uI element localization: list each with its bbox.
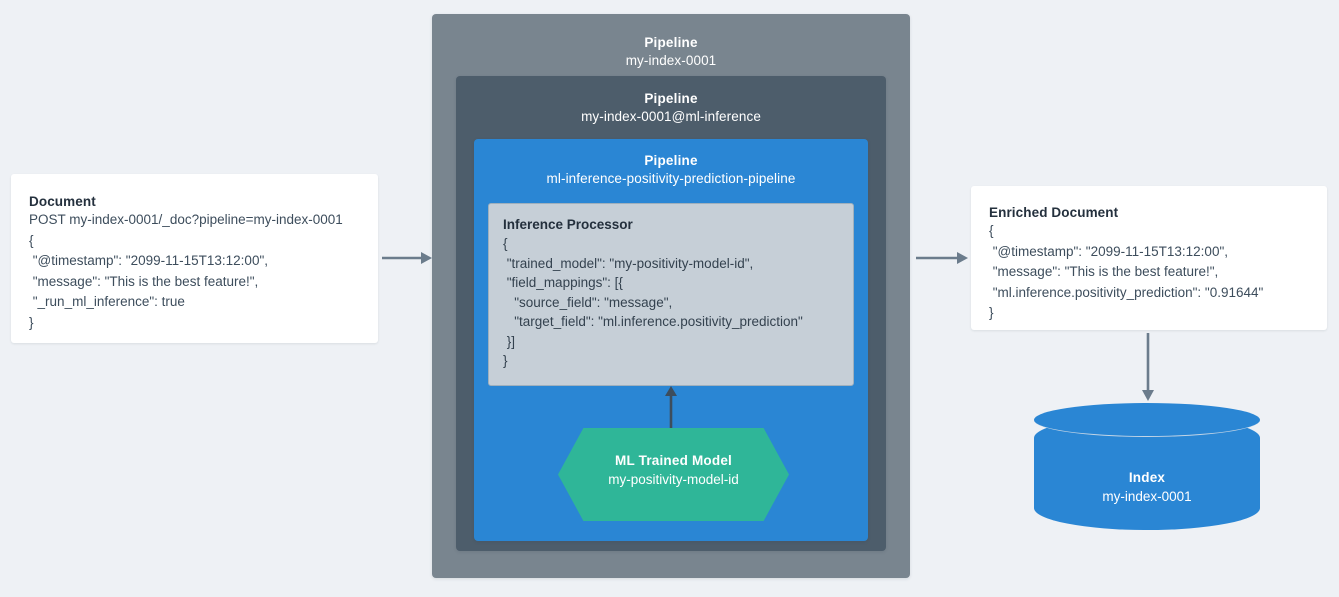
cylinder-top-ellipse [1034, 403, 1260, 437]
ml-trained-model-name: my-positivity-model-id [608, 472, 739, 487]
index-datastore-node: Index my-index-0001 [1034, 403, 1260, 530]
input-document-line: "_run_ml_inference": true [29, 294, 185, 309]
arrow-enriched-document-to-index-icon [1138, 332, 1158, 407]
input-document-line: "message": "This is the best feature!", [29, 273, 259, 289]
inference-processor-line: }] [503, 333, 516, 349]
index-name: my-index-0001 [1102, 489, 1192, 504]
input-document-line: } [29, 314, 34, 330]
inference-processor-line: "trained_model": "my-positivity-model-id… [503, 255, 754, 271]
inference-processor-line: } [503, 353, 508, 368]
pipeline-outer-name: my-index-0001 [625, 53, 717, 68]
enriched-document-line: "ml.inference.positivity_prediction": "0… [989, 284, 1264, 300]
ml-trained-model-label: ML Trained Model my-positivity-model-id [558, 452, 789, 489]
input-document-title: Document [29, 194, 96, 209]
enriched-document-title: Enriched Document [989, 205, 1119, 220]
enriched-document-line: } [989, 305, 994, 320]
ml-trained-model-node: ML Trained Model my-positivity-model-id [558, 428, 789, 521]
enriched-document-card: Enriched Document { "@timestamp": "2099-… [971, 186, 1327, 330]
enriched-document-line: "@timestamp": "2099-11-15T13:12:00", [989, 243, 1228, 259]
pipeline-outer-kind: Pipeline [644, 35, 698, 50]
input-document-line: { [29, 232, 34, 248]
inference-processor-line: "field_mappings": [{ [503, 275, 623, 290]
inference-processor-line: "source_field": "message", [503, 294, 673, 310]
ml-trained-model-kind: ML Trained Model [615, 453, 732, 468]
input-document-line: "@timestamp": "2099-11-15T13:12:00", [29, 253, 268, 268]
index-kind: Index [1128, 470, 1166, 485]
arrow-model-to-processor-icon [660, 386, 682, 435]
pipeline-middle-name: my-index-0001@ml-inference [581, 109, 761, 124]
arrow-document-to-pipeline-icon [381, 246, 433, 275]
input-document-card: Document POST my-index-0001/_doc?pipelin… [11, 174, 378, 343]
pipeline-middle-header: Pipeline my-index-0001@ml-inference [456, 90, 886, 126]
inference-processor-line: "target_field": "ml.inference.positivity… [503, 314, 803, 329]
enriched-document-line: "message": "This is the best feature!", [989, 264, 1219, 279]
hexagon-shape [558, 428, 789, 521]
input-document-line: POST my-index-0001/_doc?pipeline=my-inde… [29, 212, 343, 227]
inference-processor-box: Inference Processor { "trained_model": "… [488, 203, 854, 386]
inference-processor-line: { [503, 236, 508, 251]
pipeline-outer-header: Pipeline my-index-0001 [432, 34, 910, 70]
pipeline-middle-kind: Pipeline [644, 91, 698, 106]
pipeline-inner-header: Pipeline ml-inference-positivity-predict… [474, 152, 868, 188]
pipeline-inner-kind: Pipeline [644, 153, 698, 168]
index-label: Index my-index-0001 [1034, 469, 1260, 506]
enriched-document-line: { [989, 223, 994, 238]
pipeline-inner-name: ml-inference-positivity-prediction-pipel… [546, 171, 796, 186]
inference-processor-title: Inference Processor [503, 217, 633, 232]
arrow-pipeline-to-enriched-document-icon [915, 246, 969, 275]
